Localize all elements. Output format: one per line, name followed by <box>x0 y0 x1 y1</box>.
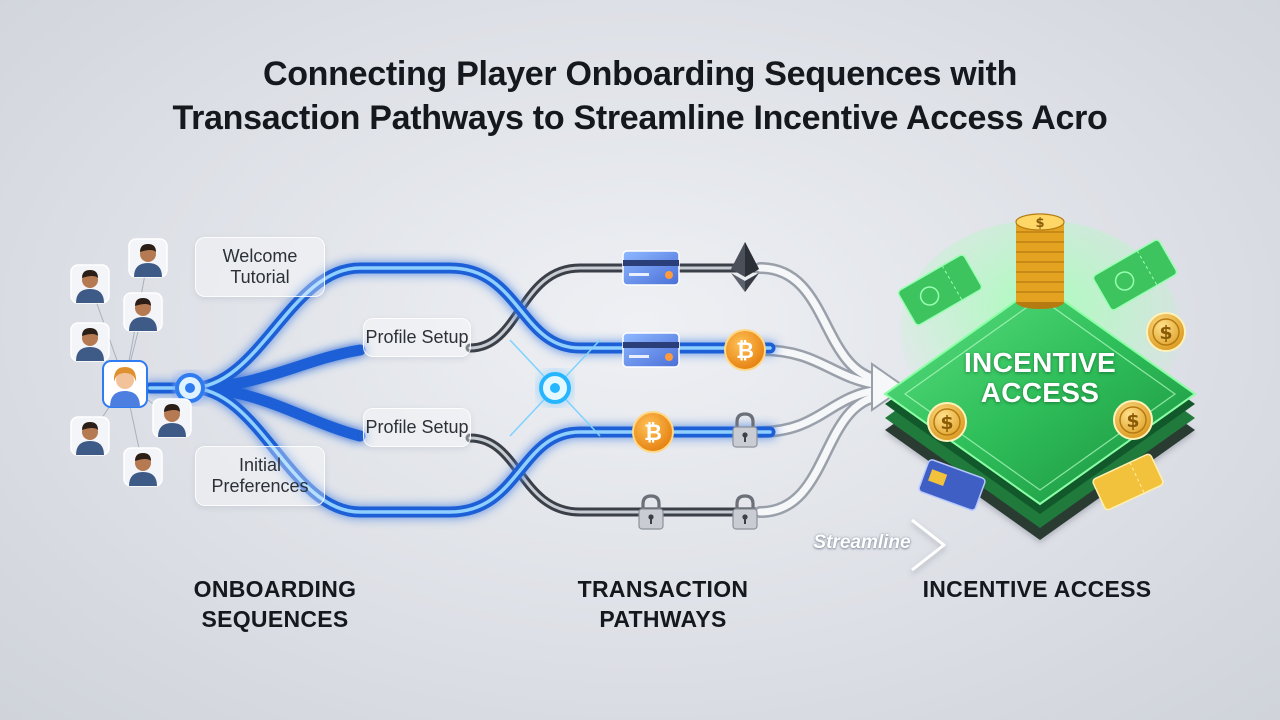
step-welcome-tutorial: Welcome Tutorial <box>195 237 325 297</box>
transaction-paths-dark <box>465 263 775 517</box>
hub-node <box>539 372 571 404</box>
credit-card-icon <box>622 332 680 368</box>
user-avatar-icon <box>128 238 168 278</box>
gold-coin-icon <box>927 402 967 442</box>
streamline-arrow <box>775 518 946 572</box>
ticket-icon <box>918 459 986 511</box>
bitcoin-coin-icon <box>632 411 674 453</box>
user-avatar-icon <box>70 416 110 456</box>
svg-text:$: $ <box>1035 216 1044 231</box>
diagram-title: Connecting Player Onboarding Sequences w… <box>0 52 1280 140</box>
gold-coin-icon <box>1146 312 1186 352</box>
user-avatar-icon <box>123 292 163 332</box>
ethereum-icon <box>731 242 759 292</box>
credit-card-icon <box>622 250 680 286</box>
user-avatar-icon <box>152 398 192 438</box>
title-line-2: Transaction Pathways to Streamline Incen… <box>172 99 1108 137</box>
onboarding-paths <box>144 262 776 518</box>
section-label-transaction: TRANSACTION PATHWAYS <box>577 576 749 632</box>
section-label-incentive: INCENTIVE ACCESS <box>922 576 1152 602</box>
player-avatars <box>70 238 192 487</box>
step-initial-preferences: Initial Preferences <box>195 446 325 506</box>
padlock-icon <box>731 412 759 449</box>
padlock-icon <box>637 494 665 531</box>
user-avatar-icon <box>70 264 110 304</box>
merge-paths <box>754 262 907 518</box>
title-line-1: Connecting Player Onboarding Sequences w… <box>262 55 1018 93</box>
start-node <box>175 373 205 403</box>
ticket-icon <box>1092 239 1178 311</box>
platform-label: INCENTIVE ACCESS <box>963 347 1117 408</box>
step-profile-setup-2: Profile Setup <box>363 408 471 447</box>
featured-user-avatar-icon <box>102 360 148 408</box>
user-avatar-icon <box>123 447 163 487</box>
transaction-icons <box>622 242 766 531</box>
padlock-icon <box>731 494 759 531</box>
bitcoin-coin-icon <box>724 329 766 371</box>
streamline-label: Streamline <box>813 532 911 553</box>
coin-stack-icon: $ <box>1015 213 1065 309</box>
section-label-onboarding: ONBOARDING SEQUENCES <box>193 576 357 632</box>
user-avatar-icon <box>70 322 110 362</box>
ticket-icon <box>897 254 983 326</box>
ticket-icon <box>1092 453 1164 511</box>
ticket-icons <box>897 239 1178 511</box>
step-profile-setup-1: Profile Setup <box>363 318 471 357</box>
